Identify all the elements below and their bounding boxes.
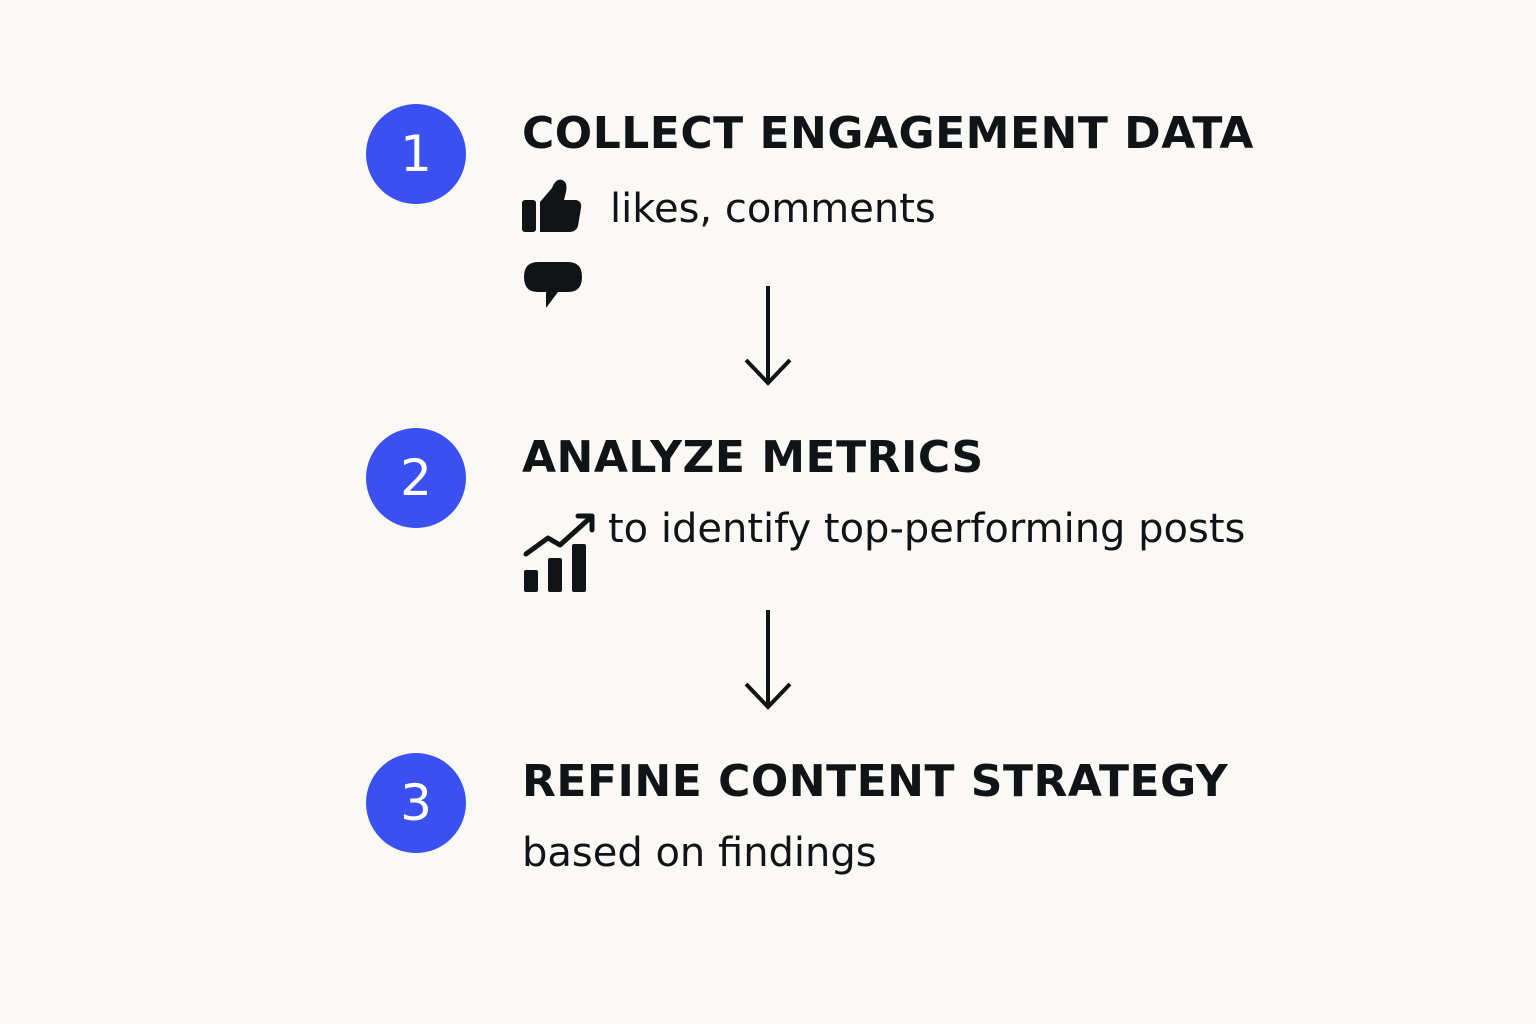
step-2-title: ANALYZE METRICS: [522, 432, 984, 483]
step-1-badge: 1: [366, 104, 466, 204]
arrow-down-2: [744, 610, 792, 710]
step-1-description: likes, comments: [610, 186, 936, 232]
thumbs-up-icon: [522, 179, 582, 232]
step-3-badge: 3: [366, 753, 466, 853]
bar-chart-trend-icon: [523, 513, 595, 592]
arrow-down-1: [744, 286, 792, 386]
step-3-description: based on findings: [522, 830, 877, 876]
speech-bubble-icon: [524, 262, 582, 308]
step-1-title: COLLECT ENGAGEMENT DATA: [522, 108, 1254, 159]
step-2-description: to identify top-performing posts: [608, 506, 1246, 552]
step-2-badge: 2: [366, 428, 466, 528]
step-3-title: REFINE CONTENT STRATEGY: [522, 756, 1229, 807]
